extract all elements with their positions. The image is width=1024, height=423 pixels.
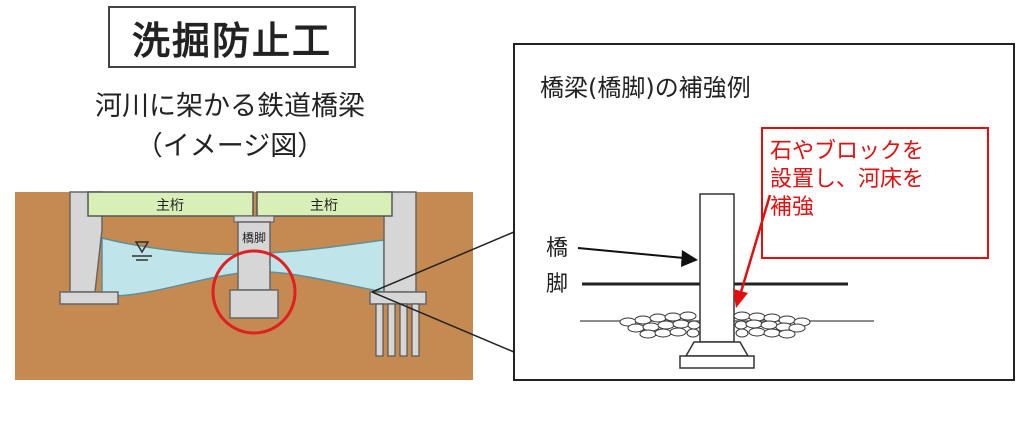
note-line-1: 石やブロックを (770, 139, 925, 164)
red-arrow-line (739, 194, 772, 293)
riprap-stones (619, 311, 811, 339)
central-pier (237, 221, 271, 291)
detail-pier-label-line-2: 脚 (546, 272, 569, 297)
left-abutment-footing (59, 291, 119, 305)
foundation-piles (375, 303, 420, 357)
girder-right (256, 191, 393, 217)
detail-pier-base (679, 355, 755, 369)
note-callout-box (761, 127, 989, 259)
right-abutment-footing (369, 291, 427, 305)
red-arrow-head (733, 289, 748, 308)
girder-label-right: 主桁 (310, 198, 338, 214)
connector-line-top (371, 231, 515, 293)
girder-left (87, 191, 254, 217)
note-line-3: 補強 (770, 195, 815, 220)
pier-label-small: 橋脚 (242, 230, 266, 245)
detail-pier (699, 193, 735, 343)
reinforcement-note: 石やブロックを 設置し、河床を 補強 (770, 138, 924, 222)
pier-arrow-head (681, 250, 698, 267)
water-level-icon (132, 241, 152, 261)
pier-arrow-line (577, 247, 685, 259)
detail-title: 橋梁(橋脚)の補強例 (540, 74, 751, 102)
detail-pier-footing (684, 341, 750, 357)
subtitle-line-1: 河川に架かる鉄道橋梁 (95, 91, 365, 122)
pier-cap (233, 215, 275, 223)
pier-footing (229, 289, 279, 319)
note-line-2: 設置し、河床を (770, 167, 925, 192)
girder-label-left: 主桁 (156, 198, 184, 214)
connector-line-bottom (371, 291, 515, 353)
scour-highlight-circle (211, 249, 297, 335)
detail-pier-label-line-1: 橋 (546, 236, 569, 261)
page-title: 洗掘防止工 (108, 6, 356, 68)
subtitle-line-2: （イメージ図） (135, 131, 325, 162)
